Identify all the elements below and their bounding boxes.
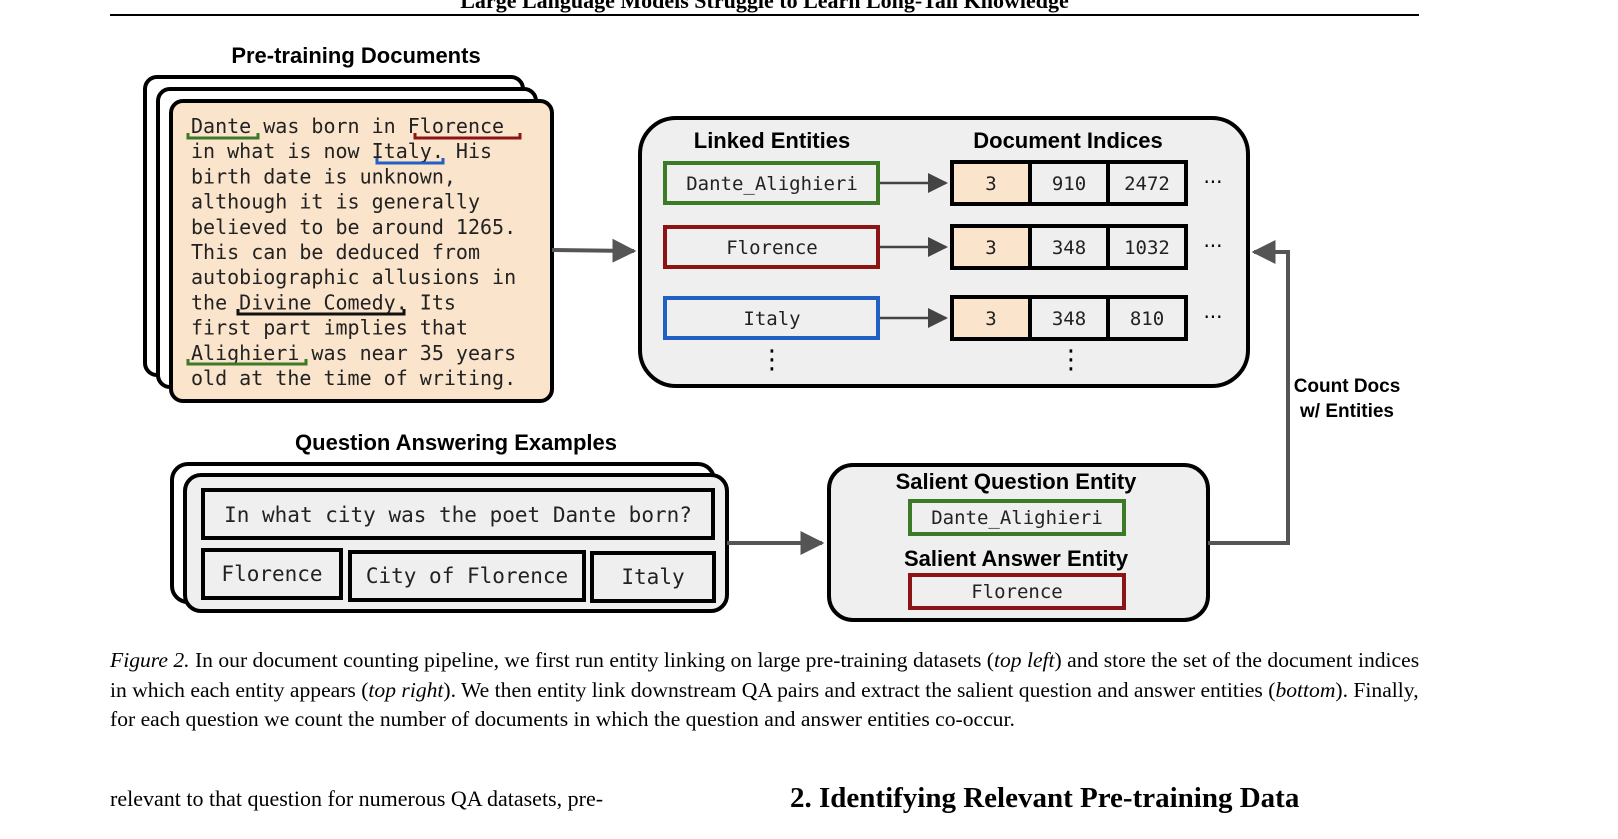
document-indices-title: Document Indices <box>973 128 1162 153</box>
doc-line: old at the time of writing. <box>191 366 516 390</box>
entity-box <box>663 296 880 340</box>
index-cell <box>1028 295 1110 341</box>
count-docs-label-2: w/ Entities <box>1299 401 1394 422</box>
underline-florence <box>413 133 522 140</box>
caption-em-1: top left <box>993 648 1055 672</box>
caption-text-1: In our document counting pipeline, we fi… <box>189 648 994 672</box>
doc-line: Alighieri was near 35 years <box>191 341 516 365</box>
header-rule <box>110 14 1419 16</box>
index-value: 348 <box>1052 308 1086 330</box>
underline-dante <box>186 133 260 140</box>
underline-divine-comedy <box>236 309 406 316</box>
doc-line: birth date is unknown, <box>191 164 456 188</box>
caption-label: Figure 2. <box>110 648 190 672</box>
index-cell <box>950 295 1032 341</box>
pretraining-title: Pre-training Documents <box>231 43 480 68</box>
caption-em-2: top right <box>368 677 444 702</box>
index-value: 910 <box>1052 173 1086 195</box>
index-value: 348 <box>1052 237 1086 259</box>
index-value: 1032 <box>1124 237 1170 259</box>
index-cell <box>1106 295 1188 341</box>
count-docs-label-1: Count Docs <box>1294 376 1401 397</box>
answer-3: Italy <box>621 565 684 589</box>
answer-2: City of Florence <box>366 564 568 588</box>
caption-text-3: ). We then entity link downstream QA pai… <box>443 677 1276 702</box>
entity-rows: Dante_Alighieri 3 910 2472 ··· Florence 3 348 10… <box>663 160 1223 341</box>
index-cell <box>1028 160 1110 206</box>
body-text-left: relevant to that question for numerous Q… <box>110 786 604 811</box>
index-value: 3 <box>985 308 996 330</box>
salient-question-title: Salient Question Entity <box>896 469 1138 494</box>
caption-text-2: ) and store the set of the document indi… <box>110 648 1420 702</box>
ellipsis: ··· <box>1203 234 1222 258</box>
answer-box-3 <box>590 551 716 603</box>
doc-line: This can be deduced from <box>191 240 480 264</box>
ellipsis: ··· <box>1203 305 1222 329</box>
caption-text-4: ). Finally, for each question we count t… <box>110 677 1419 732</box>
figure-caption: Figure 2. In our document counting pipel… <box>110 646 1425 735</box>
salient-answer-box <box>908 573 1126 610</box>
entity-box <box>663 225 880 269</box>
doc-line: first part implies that <box>191 316 468 340</box>
entity-name: Florence <box>726 237 818 259</box>
salient-question-box <box>908 499 1126 536</box>
pipeline-figure: Pre-training Documents Dante was born in… <box>143 43 1401 622</box>
underline-alighieri <box>186 359 308 366</box>
entity-name: Italy <box>743 308 800 330</box>
index-value: 810 <box>1130 308 1164 330</box>
answer-1: Florence <box>221 562 322 586</box>
question-box <box>201 488 715 540</box>
index-value: 3 <box>985 173 996 195</box>
answer-box-1 <box>201 548 343 600</box>
salient-question-entity: Dante_Alighieri <box>931 507 1103 529</box>
ellipsis: ··· <box>1203 170 1222 194</box>
indices-vdots: ⋮ <box>1058 345 1084 375</box>
question-text: In what city was the poet Dante born? <box>224 503 692 527</box>
entity-box <box>663 161 880 205</box>
linked-entities-title: Linked Entities <box>694 128 850 153</box>
underline-italy <box>375 158 445 165</box>
index-cell <box>950 224 1032 270</box>
running-title: Large Language Models Struggle to Learn … <box>460 0 1069 13</box>
index-cell <box>1106 224 1188 270</box>
section-heading: 2. Identifying Relevant Pre-training Dat… <box>790 782 1300 814</box>
doc-line: although it is generally <box>191 190 480 214</box>
caption-em-3: bottom <box>1275 677 1336 702</box>
arrow-count-docs <box>1208 240 1290 545</box>
answer-box-2 <box>348 550 586 602</box>
doc-line: the Divine Comedy. Its <box>191 290 456 314</box>
arrow-doc-to-entities <box>551 238 637 263</box>
index-value: 3 <box>985 237 996 259</box>
qa-title: Question Answering Examples <box>295 430 617 455</box>
doc-line: autobiographic allusions in <box>191 265 516 289</box>
index-cell <box>1106 160 1188 206</box>
entity-name: Dante_Alighieri <box>686 173 858 195</box>
doc-line: in what is now Italy. His <box>191 139 492 163</box>
salient-answer-entity: Florence <box>971 581 1063 603</box>
doc-line: Dante was born in Florence <box>191 114 504 138</box>
index-value: 2472 <box>1124 173 1170 195</box>
salient-answer-title: Salient Answer Entity <box>904 546 1129 571</box>
doc-line: believed to be around 1265. <box>191 215 516 239</box>
entities-vdots: ⋮ <box>759 345 785 375</box>
